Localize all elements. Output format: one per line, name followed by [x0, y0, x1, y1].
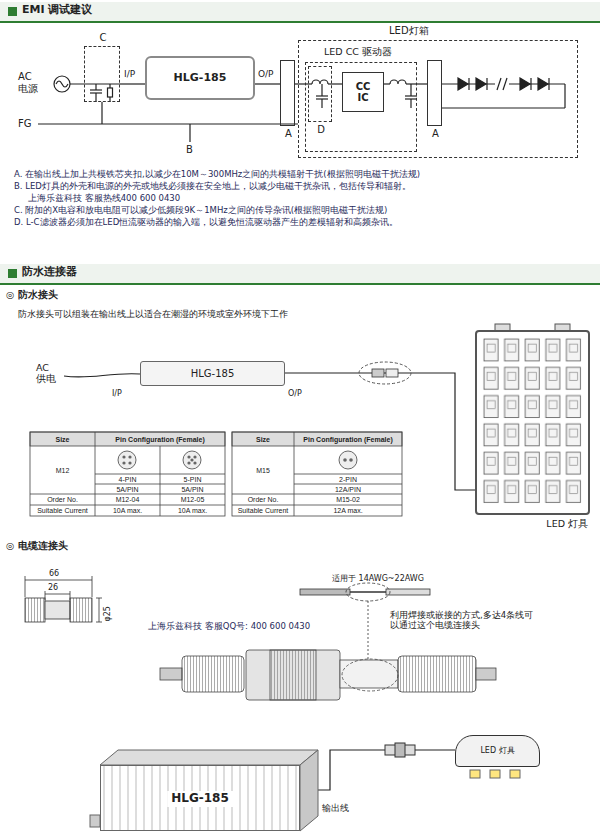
text-label: 利用焊接或嵌接的方式,多达4条线可以通过这个电缆连接头 — [390, 611, 540, 631]
node-label: HLG-185 — [147, 58, 253, 98]
text-label: AC 电源 — [18, 71, 44, 94]
text-label: I/P — [112, 389, 122, 398]
wire — [255, 83, 280, 84]
wire — [417, 83, 427, 84]
pin-tables — [30, 432, 402, 516]
power-supply: HLG-185 — [100, 765, 300, 831]
dimension: φ25 — [103, 598, 112, 622]
node-label: A — [408, 128, 463, 140]
power-supply: HLG-185 — [140, 361, 285, 386]
dimension: 26 — [48, 583, 68, 592]
node-label: LED CC 驱动器 — [324, 47, 392, 58]
driver-region: LED CC 驱动器DCC IC — [305, 62, 417, 152]
ferrite-core: A — [427, 60, 442, 126]
wire — [332, 83, 342, 84]
table-cell: Pin Configuration (Female) — [294, 432, 402, 446]
note-text: D. L-C滤波器必须加在LED恒流驱动器的输入端，以避免恒流驱动器产生的差模辐… — [14, 218, 398, 228]
table-cell: M12-05 — [160, 494, 225, 505]
cable-connector-dims — [25, 576, 430, 659]
filter-box: C — [84, 46, 120, 102]
section-heading: 防水连接器 — [22, 266, 77, 279]
text-label: 上海乐兹科技 客服QQ号: 400 600 0430 — [148, 622, 310, 632]
emi-wiring — [38, 76, 565, 142]
text-label: FG — [18, 118, 32, 130]
section-bands — [0, 2, 600, 284]
table-cell: Suitable Current — [30, 505, 95, 516]
table-cell: 4-PIN — [95, 474, 160, 484]
table-cell: 12A/PIN — [294, 484, 402, 494]
cc-ic: CC IC — [342, 72, 384, 112]
node-label: D — [289, 124, 353, 136]
node-label: HLG-185 — [141, 362, 284, 385]
note-text: A. 在输出线上加上共模铁芯夹扣,以减少在10M～300MHz之间的共模辐射干扰… — [14, 170, 420, 180]
node-label: LED灯箱 — [389, 25, 429, 37]
wire — [295, 83, 305, 84]
table-cell: Order No. — [30, 494, 95, 505]
table-cell: 5-PIN — [160, 474, 225, 484]
led-string — [458, 78, 549, 90]
node-label: CC IC — [352, 73, 374, 111]
node-label: HLG-185 — [167, 791, 233, 807]
lc-filter-box: D — [308, 66, 332, 122]
note-text: B. LED灯具的外壳和电源的外壳或地线必须接在安全地上，以减少电磁干扰杂讯，包… — [14, 182, 411, 192]
sub-heading: ◎ 防水接头 — [6, 290, 58, 301]
table-cell: M15 — [232, 446, 294, 494]
wire — [300, 750, 455, 790]
note-text: C. 附加的X电容和放电电阻可以减少低频段9K～1MHz之间的传导杂讯(根据照明… — [14, 206, 387, 216]
note-text: 上海乐兹科技 客服热线400 600 0430 — [28, 194, 180, 204]
text-label: AC 供电 — [36, 363, 60, 385]
ferrite-core: A — [280, 60, 295, 126]
wire — [285, 373, 475, 490]
node-label: C — [65, 32, 141, 44]
lightbox-region: LED灯箱LED CC 驱动器DCC ICA — [298, 40, 578, 158]
sub-heading: ◎ 电缆连接头 — [6, 541, 68, 552]
table-cell: Order No. — [232, 494, 294, 505]
description: 防水接头可以组装在输出线上以适合在潮湿的环境或室外环境下工作 — [18, 309, 288, 319]
wire — [120, 83, 145, 84]
dimension: 66 — [49, 569, 69, 578]
table-cell: Suitable Current — [232, 505, 294, 516]
table-cell: Size — [30, 432, 95, 446]
callout-letter: B — [186, 144, 193, 156]
node-label: A — [261, 128, 316, 140]
table-cell: Pin Configuration (Female) — [95, 432, 225, 446]
table-cell: 12A max. — [294, 505, 402, 516]
waterproof-setup — [64, 324, 584, 506]
text-label: O/P — [288, 389, 302, 398]
table-cell: 5A/PIN — [95, 484, 160, 494]
cable-connector — [160, 650, 496, 700]
node-label: LED 灯具 — [546, 519, 588, 530]
table-cell: 2-PIN — [294, 474, 402, 484]
table-cell: Size — [232, 432, 294, 446]
section-heading: EMI 调试建议 — [22, 4, 92, 17]
power-supply: HLG-185 — [145, 56, 255, 100]
table-cell: M15-02 — [294, 494, 402, 505]
text-label: I/P — [124, 69, 135, 79]
table-cell: M12 — [30, 446, 95, 494]
table-cell: 10A max. — [160, 505, 225, 516]
node-label: LED 灯具 — [456, 736, 539, 766]
table-cell: 5A/PIN — [160, 484, 225, 494]
table-cell: M12-04 — [95, 494, 160, 505]
led-panel: LED 灯具 — [475, 330, 590, 515]
led-lamp: LED 灯具 — [455, 735, 540, 767]
table-cell: 10A max. — [95, 505, 160, 516]
text-label: 输出线 — [322, 803, 349, 813]
text-label: 适用于 14AWG~22AWG — [332, 574, 424, 583]
text-label: O/P — [258, 69, 274, 79]
